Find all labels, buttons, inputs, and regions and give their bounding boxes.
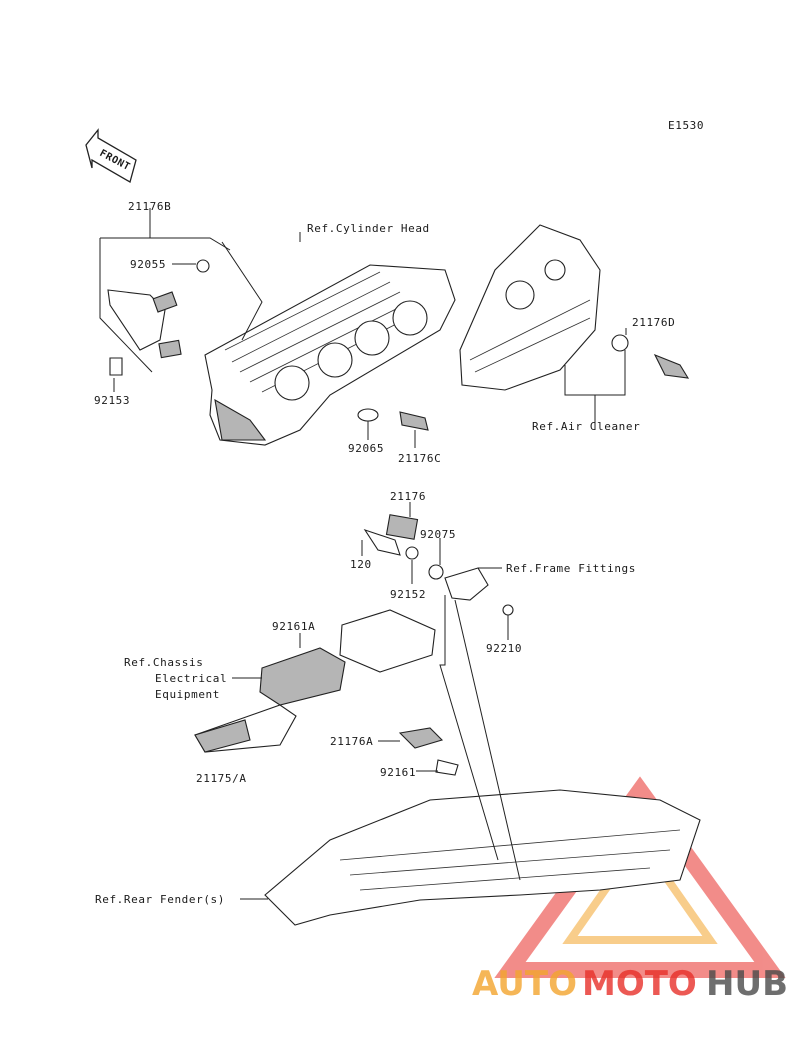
sensor-21176d-drawing	[564, 334, 690, 420]
label-92161: 92161	[380, 766, 416, 779]
label-ref-rear-fender: Ref.Rear Fender(s)	[95, 893, 225, 906]
label-ref-air-cleaner: Ref.Air Cleaner	[532, 420, 640, 433]
watermark-part1: AUTO	[472, 964, 577, 1004]
air-cleaner-drawing	[459, 224, 601, 391]
label-ref-chassis-3: Equipment	[155, 688, 220, 701]
label-92152: 92152	[390, 588, 426, 601]
label-92055: 92055	[130, 258, 166, 271]
label-21176a: 21176A	[330, 735, 373, 748]
sensor-21176-drawing	[363, 514, 514, 616]
label-92065: 92065	[348, 442, 384, 455]
label-21176: 21176	[390, 490, 426, 503]
diagram-code: E1530	[668, 119, 704, 132]
label-120: 120	[350, 558, 372, 571]
label-21175a: 21175/A	[196, 772, 247, 785]
label-ref-chassis-1: Ref.Chassis	[124, 656, 203, 669]
label-ref-cylinder-head: Ref.Cylinder Head	[307, 222, 430, 235]
rear-fender-drawing	[264, 789, 701, 926]
label-92153: 92153	[94, 394, 130, 407]
watermark-part3: HUB	[706, 964, 788, 1004]
front-arrow-icon: FRONT	[85, 128, 137, 183]
label-92161a: 92161A	[272, 620, 315, 633]
label-92075: 92075	[420, 528, 456, 541]
label-ref-frame-fittings: Ref.Frame Fittings	[506, 562, 636, 575]
label-21176b: 21176B	[128, 200, 171, 213]
watermark-text: AUTO MOTO HUB	[472, 964, 788, 1004]
label-92210: 92210	[486, 642, 522, 655]
label-21176d: 21176D	[632, 316, 675, 329]
watermark-part2: MOTO	[582, 964, 697, 1004]
electrical-units-drawing	[194, 609, 436, 753]
label-ref-chassis-2: Electrical	[155, 672, 227, 685]
label-21176c: 21176C	[398, 452, 441, 465]
sensor-21176a-drawing	[398, 727, 459, 776]
cylinder-head-drawing	[204, 264, 456, 446]
sensor-21176b-drawing	[99, 237, 263, 376]
